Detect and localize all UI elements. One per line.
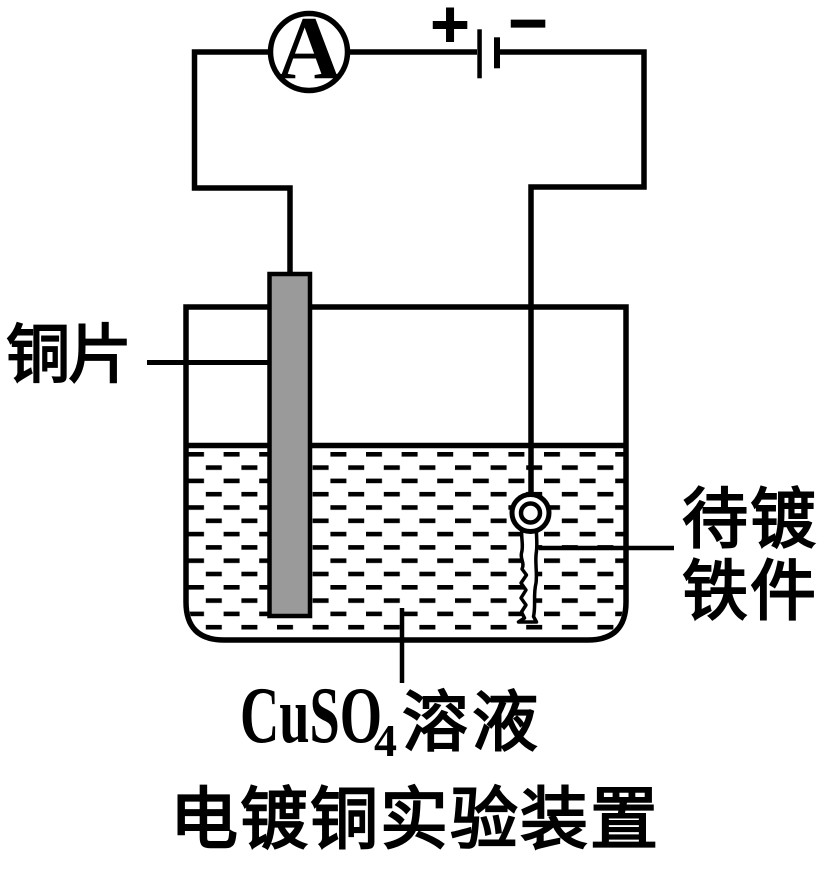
ammeter-icon bbox=[267, 10, 351, 94]
wire-left bbox=[191, 49, 293, 274]
solution-label-suffix: 溶液 bbox=[402, 687, 542, 760]
key-hole bbox=[518, 501, 543, 525]
ammeter-label: A bbox=[277, 0, 342, 98]
solution-label-subscript: 4 bbox=[374, 715, 397, 766]
copper-plate-label: 铜片 bbox=[6, 320, 132, 391]
battery-positive-sign: + bbox=[428, 0, 472, 54]
iron-piece-label-line1: 待镀 bbox=[682, 484, 818, 557]
iron-piece-label: 待镀 铁件 bbox=[682, 485, 818, 629]
iron-piece-label-line2: 铁件 bbox=[682, 556, 818, 629]
beaker bbox=[183, 304, 629, 643]
diagram-caption: 电镀铜实验装置 bbox=[170, 782, 661, 858]
wire-right bbox=[500, 49, 647, 510]
battery-negative-sign: − bbox=[506, 0, 550, 53]
key-shaft bbox=[516, 526, 539, 624]
solution-area bbox=[188, 449, 624, 638]
battery-long-bar-icon bbox=[477, 29, 482, 79]
solution-label-formula: CuSO bbox=[240, 672, 383, 760]
copper-plate-electrode bbox=[267, 271, 313, 619]
battery-short-bar-icon bbox=[494, 37, 500, 69]
